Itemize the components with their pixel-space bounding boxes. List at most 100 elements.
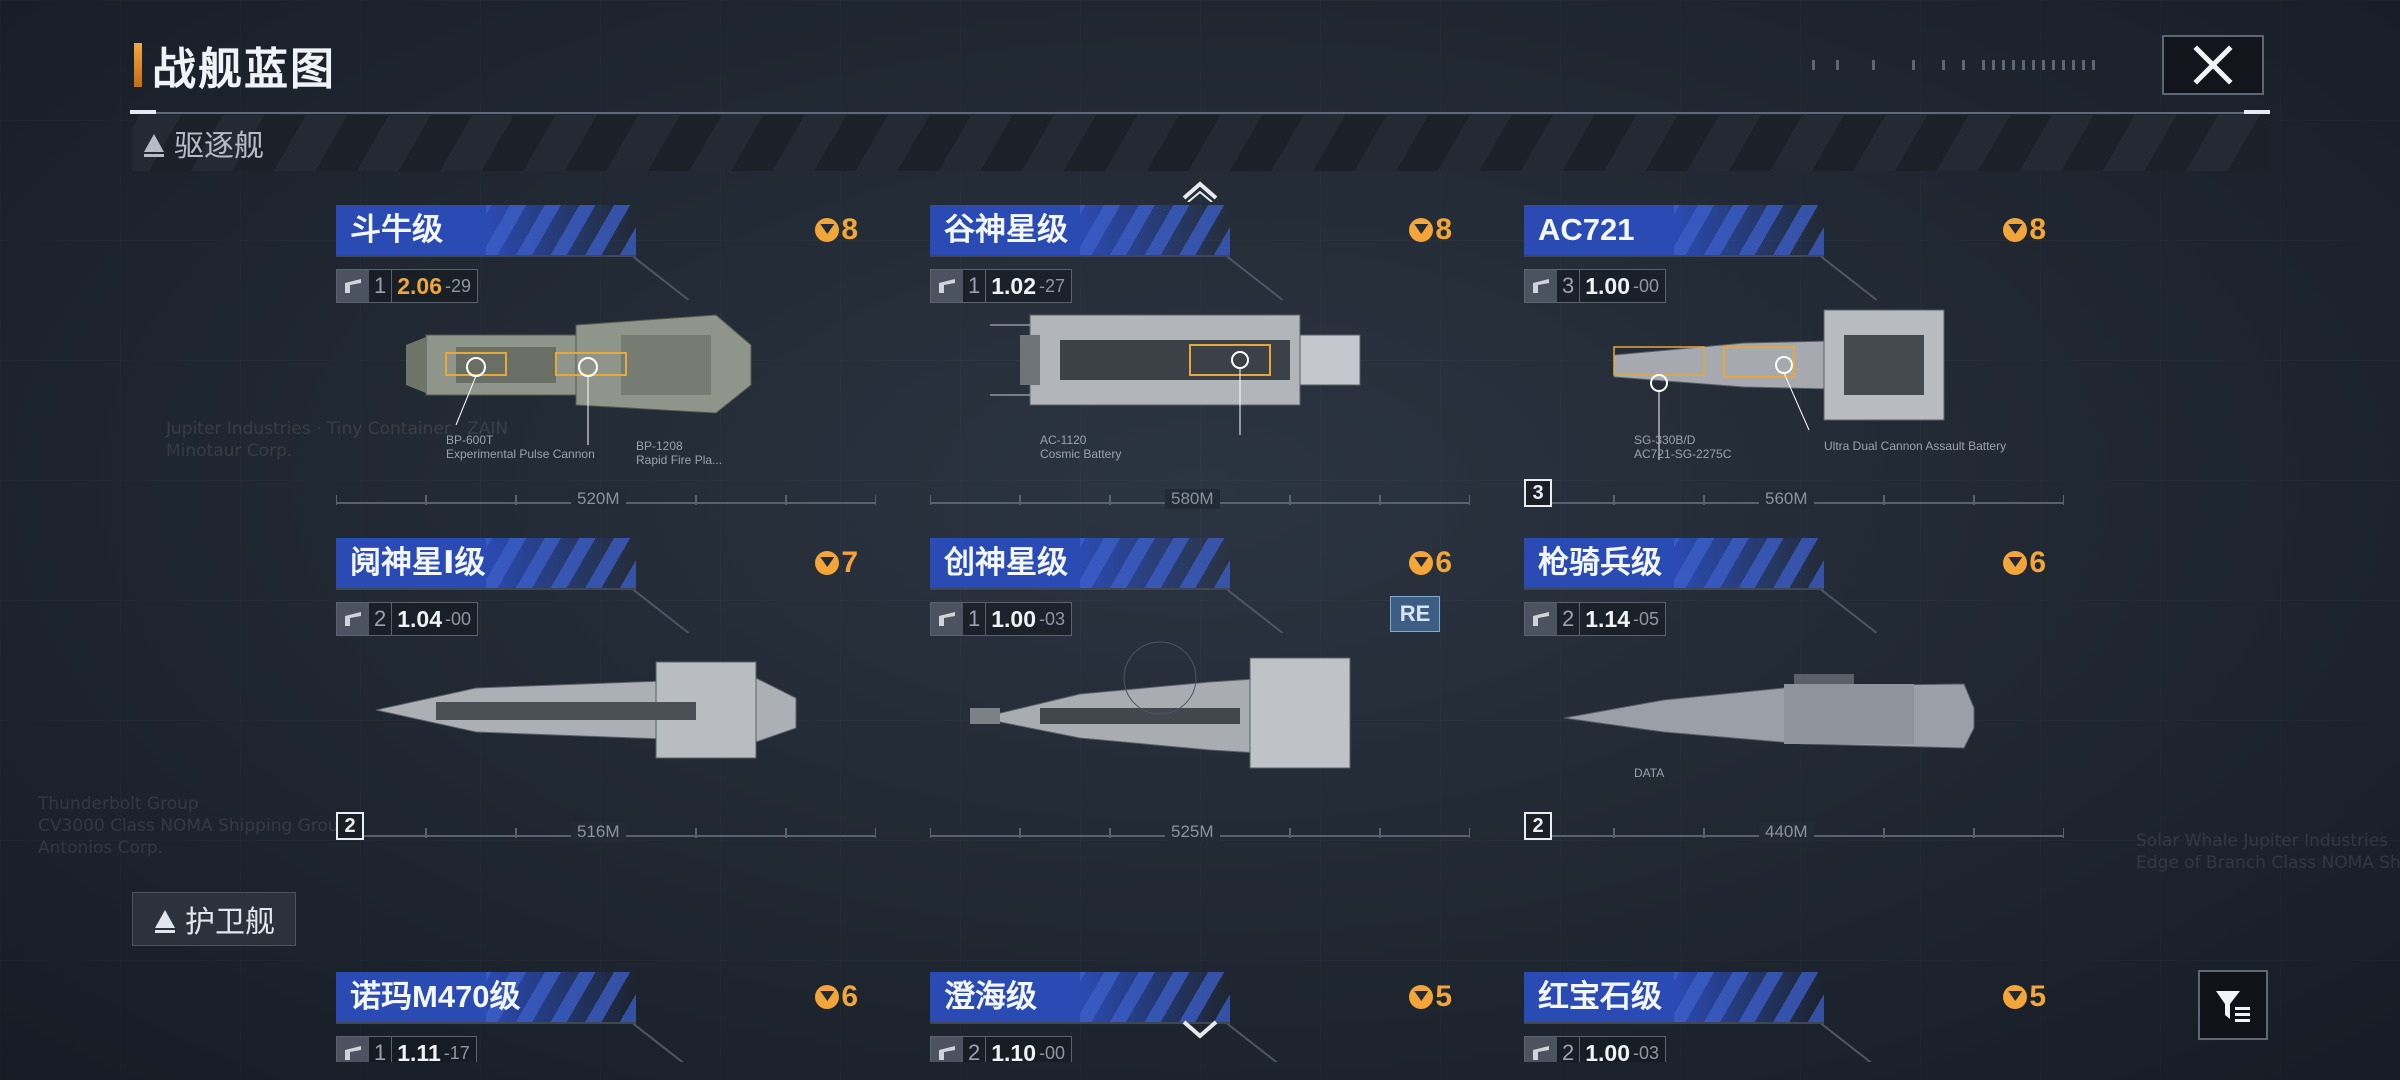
ship-name-banner bbox=[930, 205, 1230, 255]
ship-class-icon bbox=[337, 603, 369, 635]
weapon-label: BP-600T bbox=[446, 433, 494, 447]
ship-stats: 3 1.00 -00 bbox=[1524, 269, 1667, 303]
name-underline bbox=[1524, 588, 1824, 590]
cost-value: 6 bbox=[1435, 546, 1452, 579]
ship-card[interactable]: 诺玛M470级 6 1 1.11 -17 bbox=[336, 972, 876, 1062]
ship-length: 580M bbox=[1165, 489, 1220, 509]
name-underline bbox=[1524, 1022, 1824, 1024]
command-point-icon bbox=[815, 551, 840, 575]
name-underline bbox=[336, 588, 636, 590]
ship-length: 440M bbox=[1759, 822, 1814, 842]
header-decoration-ticks bbox=[1812, 60, 2095, 70]
ship-cost: 6 bbox=[815, 976, 858, 1018]
name-leader-line bbox=[632, 1023, 690, 1062]
ship-class-icon bbox=[337, 270, 369, 302]
ship-name: 澄海级 bbox=[944, 979, 1037, 1014]
command-point-icon bbox=[815, 985, 840, 1009]
collapse-triangle-icon bbox=[155, 910, 175, 933]
weapon-label: DATA bbox=[1634, 766, 1665, 780]
command-point-icon bbox=[1409, 551, 1434, 575]
cost-value: 6 bbox=[2029, 546, 2046, 579]
ship-class-icon bbox=[931, 603, 963, 635]
ship-stats: 2 1.04 -00 bbox=[336, 602, 479, 636]
ship-value: 1.02 bbox=[991, 272, 1037, 299]
weapon-label: Cosmic Battery bbox=[1040, 447, 1122, 461]
name-leader-line bbox=[1226, 1023, 1284, 1062]
cost-value: 8 bbox=[2029, 213, 2046, 246]
ship-card[interactable]: 澄海级 5 2 1.10 -00 bbox=[930, 972, 1470, 1062]
ship-name-banner bbox=[336, 972, 636, 1022]
ship-value-sub: -00 bbox=[1039, 1042, 1066, 1063]
ship-name: 诺玛M470级 bbox=[350, 979, 521, 1014]
ship-class-icon bbox=[1525, 603, 1557, 635]
ship-value: 1.11 bbox=[397, 1039, 441, 1063]
chevron-up-icon[interactable] bbox=[1180, 178, 1220, 202]
command-point-icon bbox=[1409, 985, 1434, 1009]
ship-cost: 6 bbox=[2003, 542, 2046, 584]
weapon-label: Ultra Dual Cannon Assault Battery bbox=[1824, 439, 2007, 453]
ship-card[interactable]: 红宝石级 5 2 1.00 -03 bbox=[1524, 972, 2064, 1062]
section-header-frigate[interactable]: 护卫舰 bbox=[132, 892, 296, 946]
ship-length: 516M bbox=[571, 822, 626, 842]
title-accent-bar bbox=[134, 43, 142, 87]
ship-level: 1 bbox=[369, 270, 393, 302]
collapse-triangle-icon bbox=[144, 134, 164, 157]
ship-cost: 6 bbox=[1409, 542, 1452, 584]
weapon-label: Experimental Pulse Cannon bbox=[446, 447, 595, 461]
tier-badge: 2 bbox=[1524, 812, 1552, 840]
section-header-destroyer[interactable]: 驱逐舰 bbox=[132, 115, 2269, 171]
tier-badge: 3 bbox=[1524, 479, 1552, 507]
ship-blueprint-image bbox=[970, 641, 1351, 769]
ship-blueprint-image bbox=[1613, 309, 1945, 460]
ship-value: 1.00 bbox=[1585, 272, 1631, 299]
ship-value: 1.10 bbox=[991, 1039, 1037, 1063]
ship-value-sub: -29 bbox=[445, 275, 472, 296]
command-point-icon bbox=[815, 218, 840, 242]
ship-level: 3 bbox=[1557, 270, 1581, 302]
ship-length: 560M bbox=[1759, 489, 1814, 509]
ship-value: 1.04 bbox=[397, 605, 443, 632]
ship-blueprint-image bbox=[990, 314, 1361, 435]
ship-value: 1.14 bbox=[1585, 605, 1631, 632]
ship-cost: 8 bbox=[2003, 209, 2046, 251]
section-label-frigate: 护卫舰 bbox=[185, 906, 275, 939]
cost-value: 8 bbox=[1435, 213, 1452, 246]
chevron-down-icon[interactable] bbox=[1180, 1018, 1220, 1042]
ship-class-icon bbox=[1525, 270, 1557, 302]
name-leader-line bbox=[1820, 1023, 1878, 1062]
filter-button[interactable] bbox=[2198, 970, 2268, 1040]
page-title: 战舰蓝图 bbox=[152, 45, 336, 94]
ship-value: 1.00 bbox=[991, 605, 1037, 632]
ship-name-banner bbox=[336, 538, 636, 588]
cost-value: 7 bbox=[841, 546, 858, 579]
weapon-label: BP-1208 bbox=[636, 439, 683, 453]
cost-value: 8 bbox=[841, 213, 858, 246]
name-underline bbox=[930, 255, 1230, 257]
ship-class-icon bbox=[1525, 1037, 1557, 1062]
weapon-label: Rapid Fire Pla... bbox=[636, 453, 723, 467]
ship-value-sub: -00 bbox=[1633, 275, 1660, 296]
ship-name: 枪骑兵级 bbox=[1538, 545, 1662, 580]
ship-card[interactable]: 斗牛级 8 1 2.06 -29 bbox=[336, 205, 876, 515]
ship-name: 斗牛级 bbox=[350, 212, 443, 247]
filter-icon bbox=[2216, 991, 2250, 1022]
ship-name-banner bbox=[930, 538, 1230, 588]
ship-cost: 8 bbox=[1409, 209, 1452, 251]
ship-level: 2 bbox=[369, 603, 393, 635]
ship-value-sub: -05 bbox=[1633, 608, 1660, 629]
ship-stats: 2 1.10 -00 bbox=[930, 1036, 1073, 1063]
ship-value-sub: -27 bbox=[1039, 275, 1066, 296]
ship-blueprint-image bbox=[406, 314, 752, 445]
ship-name-banner bbox=[1524, 972, 1824, 1022]
section-label-destroyer: 驱逐舰 bbox=[174, 130, 264, 163]
cost-value: 5 bbox=[1435, 980, 1452, 1013]
ship-length: 520M bbox=[571, 489, 626, 509]
close-button[interactable] bbox=[2162, 35, 2264, 95]
ship-name-banner bbox=[336, 205, 636, 255]
command-point-icon bbox=[2003, 551, 2028, 575]
